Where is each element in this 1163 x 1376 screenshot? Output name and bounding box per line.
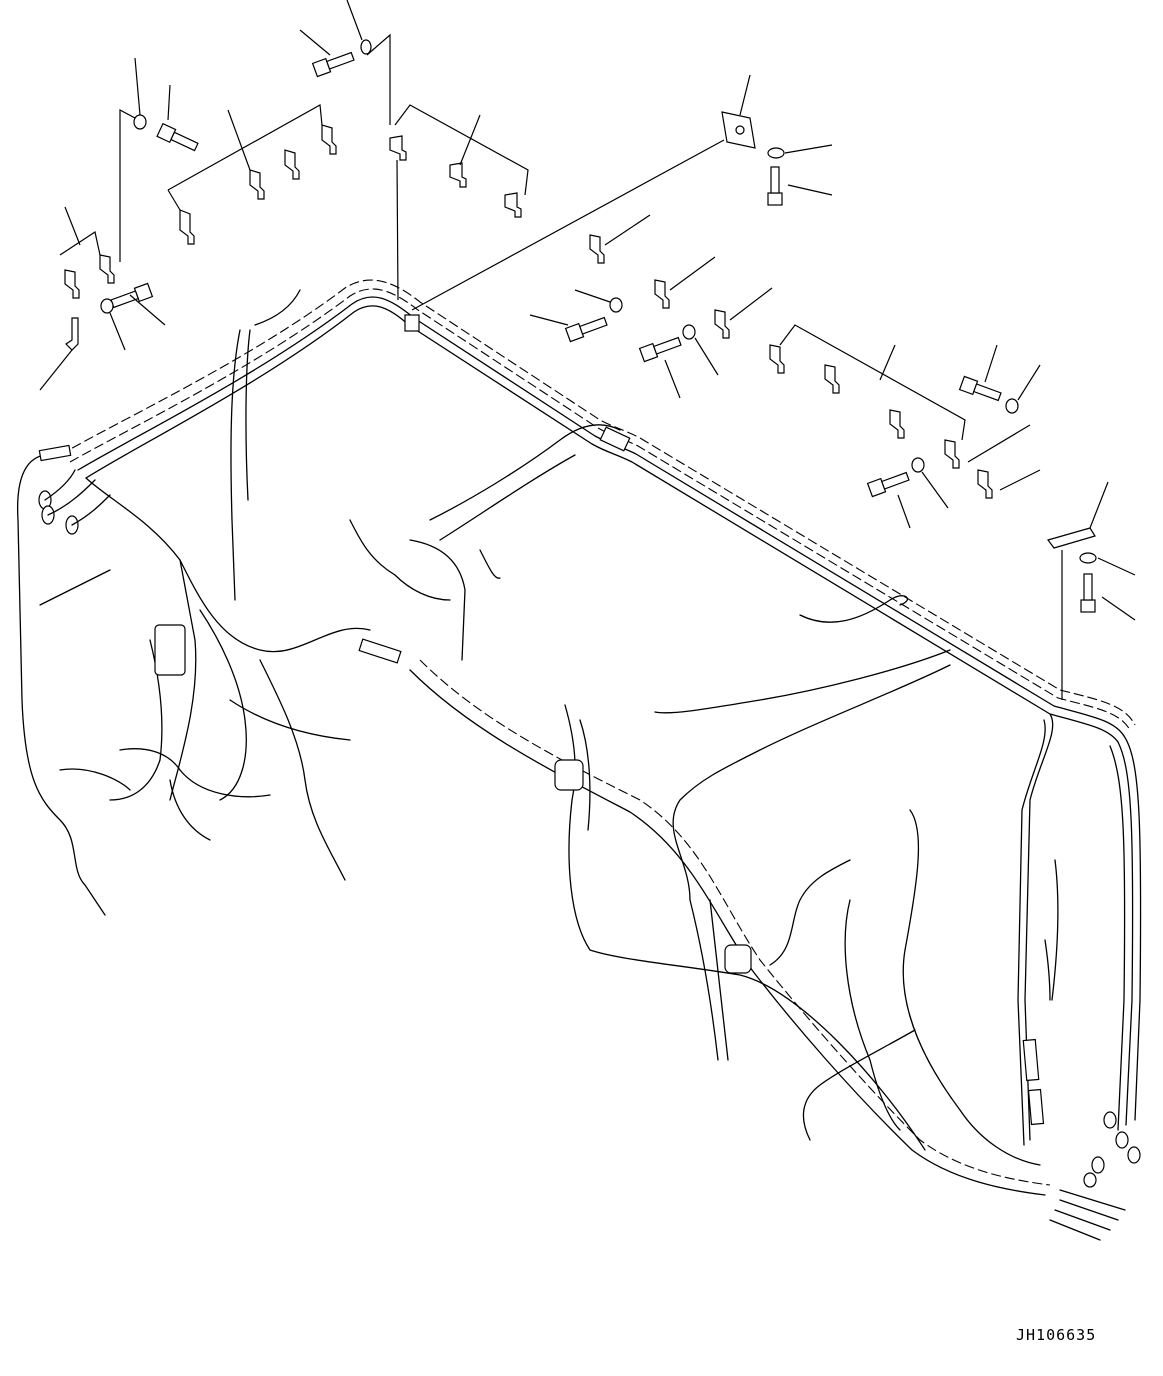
clips-left-group [39,206,115,391]
connector-icon [1083,1172,1097,1188]
clips-upper-middle [389,104,529,301]
connector-icon [1027,1088,1045,1126]
bolt-icon [564,316,608,343]
connector-icon [1022,1038,1040,1082]
connector-icon [599,426,631,452]
connector-icon [154,624,186,676]
clip-icon [99,254,115,284]
clips-upper-left [167,104,337,245]
clip-icon [654,279,670,309]
connector-icon [404,314,420,332]
clip-icon [977,469,993,499]
branch-wires [39,289,1059,1166]
bracket-plate-icon [721,111,756,149]
connector-icon [1127,1146,1141,1164]
clip-icon [65,317,79,351]
washer-icon [682,324,696,340]
clip-icon [249,169,265,200]
junction-details [154,314,752,974]
clip-icon [389,135,407,161]
connector-icon [1115,1131,1129,1149]
clip-icon [769,344,785,374]
washer-icon [100,298,114,314]
clip-icon [64,269,80,299]
bracket-plate-icon [1046,527,1096,549]
clips-right-group [589,214,1041,499]
connector-icon [724,944,752,974]
bolt-icon [638,336,682,363]
brackets [411,74,1109,700]
bolt-icon [311,51,355,78]
clip-icon [284,149,300,180]
washer-icon [1079,552,1097,564]
clip-icon [449,162,467,188]
clip-icon [321,124,337,155]
main-harness-loop [16,279,1142,1196]
washer-icon [911,457,925,473]
clip-icon [824,364,840,394]
bolt-icon [1080,573,1096,613]
bolt-icon [110,282,154,309]
bolt-icon [958,375,1002,402]
connector-icon [1103,1111,1117,1129]
washer-icon [133,114,147,130]
connector-icon [38,444,72,462]
connector-icon [358,638,402,664]
connector-icon [1091,1156,1105,1174]
washer-icon [767,147,785,159]
connector-icon [554,759,584,791]
washers [100,0,1136,621]
clip-icon [504,192,522,218]
washer-icon [1005,398,1019,414]
connector-cluster [1022,1038,1141,1241]
clip-icon [589,234,605,264]
clip-icon [889,409,905,439]
bolt-icon [156,122,199,152]
bolt-icon [767,166,783,206]
bolt-icon [866,471,910,498]
clip-icon [179,209,195,245]
bolts [110,51,1096,613]
left-connectors [38,444,111,535]
washer-icon [360,39,372,55]
clip-icon [714,309,730,339]
clip-icon [944,439,960,469]
washer-icon [609,297,623,313]
drawing-id-code: JH106635 [1016,1326,1097,1344]
